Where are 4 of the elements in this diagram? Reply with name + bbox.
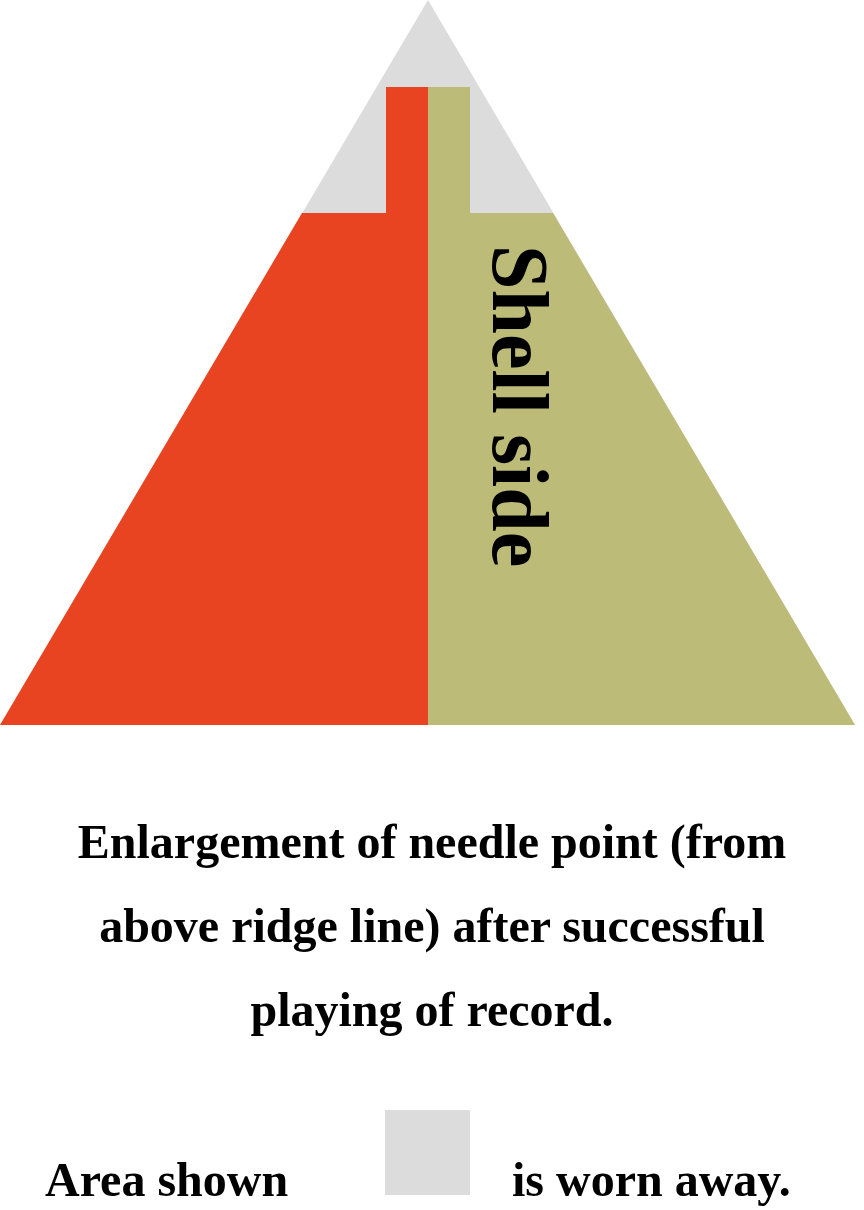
legend-label: Area shown xyxy=(45,1152,289,1208)
part-label: Shell side xyxy=(475,245,565,568)
caption: Enlargement of needle point (from above ridge line) after successful playing of record. xyxy=(76,814,788,1038)
legend-note: is worn away. xyxy=(512,1152,791,1208)
